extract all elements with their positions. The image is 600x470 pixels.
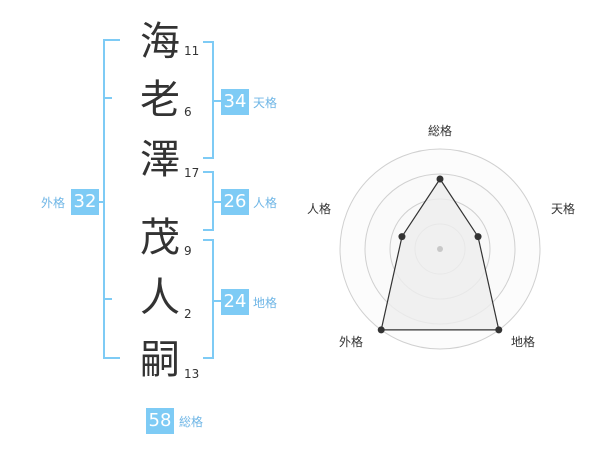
soukaku-label: 総格 <box>179 415 204 429</box>
gaikaku-label: 外格 <box>41 196 66 210</box>
name-char-4: 茂 <box>140 215 180 261</box>
radar-point-5 <box>398 233 406 241</box>
stroke-count-5: 2 <box>184 307 192 321</box>
jinkaku-label: 人格 <box>253 196 278 210</box>
chikaku-label: 地格 <box>253 296 278 310</box>
jinkaku-value-badge: 26 <box>221 189 249 215</box>
radar-axis-label-jinkaku: 人格 <box>307 202 332 216</box>
radar-axis-label-chikaku: 地格 <box>511 335 536 349</box>
name-char-3: 澤 <box>140 137 180 183</box>
gaikaku-value-badge: 32 <box>71 189 99 215</box>
radar-axis-label-tenkaku: 天格 <box>551 202 576 216</box>
stroke-count-3: 17 <box>184 166 200 180</box>
name-char-6: 嗣 <box>140 337 180 383</box>
name-char-5: 人 <box>140 275 180 321</box>
radar-center-dot <box>437 246 443 252</box>
stroke-count-4: 9 <box>184 244 192 258</box>
gaikaku-bracket <box>103 39 120 359</box>
stroke-count-2: 6 <box>184 105 192 119</box>
tenkaku-label: 天格 <box>253 96 278 110</box>
radar-axis-label-gaikaku: 外格 <box>339 335 364 349</box>
radar-shape <box>380 177 500 331</box>
radar-axis-label-soukaku: 総格 <box>428 124 453 138</box>
radar-point-1 <box>436 175 444 183</box>
radar-point-2 <box>474 233 482 241</box>
stroke-count-1: 11 <box>184 44 200 58</box>
radar-point-4 <box>377 326 385 334</box>
chikaku-value-badge: 24 <box>221 289 249 315</box>
name-char-1: 海 <box>140 19 180 65</box>
tenkaku-value-badge: 34 <box>221 89 249 115</box>
soukaku-value-badge: 58 <box>146 408 174 434</box>
chikaku-bracket <box>203 239 214 359</box>
name-char-2: 老 <box>140 77 180 123</box>
stroke-count-6: 13 <box>184 367 200 381</box>
radar-point-3 <box>495 326 503 334</box>
